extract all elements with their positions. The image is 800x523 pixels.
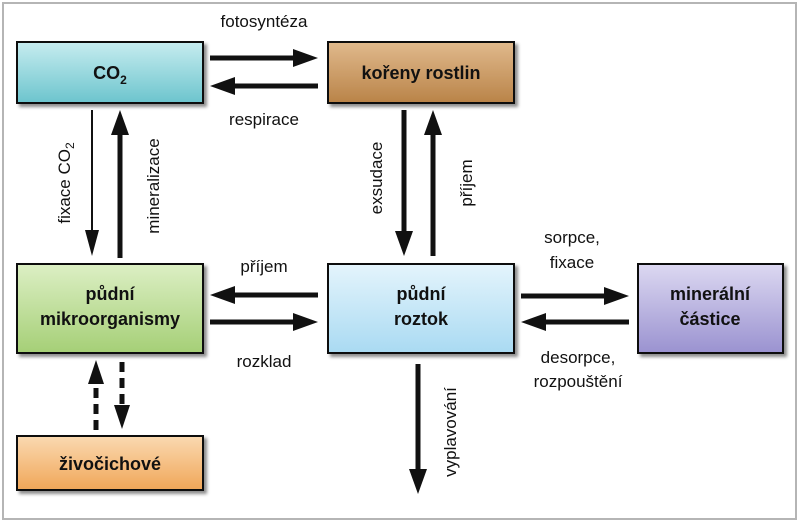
arrow-animals-to-microbes <box>88 360 104 430</box>
node-microbes: půdní mikroorganismy <box>16 263 204 354</box>
solution-label-line2: roztok <box>394 309 449 329</box>
label-sorption-line1: sorpce, <box>544 228 600 247</box>
node-animals: živočichové <box>16 435 204 491</box>
arrow-photosynthesis <box>210 49 318 67</box>
arrow-root-uptake <box>424 110 442 256</box>
arrow-co2-fixation <box>85 110 99 256</box>
label-microbe-uptake: příjem <box>240 257 287 276</box>
roots-label: kořeny rostlin <box>361 63 480 83</box>
arrow-decomposition <box>210 313 318 331</box>
arrow-microbe-uptake <box>210 286 318 304</box>
label-desorption-line2: rozpouštění <box>534 372 623 391</box>
microbes-label-line2: mikroorganismy <box>40 309 180 329</box>
node-co2: CO2 <box>16 41 204 104</box>
label-photosynthesis: fotosyntéza <box>221 12 308 31</box>
label-sorption-line2: fixace <box>550 253 594 272</box>
label-exudation: exsudace <box>367 142 386 215</box>
label-leaching: vyplavování <box>441 387 460 477</box>
arrow-microbes-to-animals <box>114 362 130 429</box>
microbes-label-line1: půdní <box>86 284 136 304</box>
node-roots: kořeny rostlin <box>327 41 515 104</box>
node-solution: půdní roztok <box>327 263 515 354</box>
arrow-desorption <box>521 313 629 331</box>
arrow-respiration <box>210 77 318 95</box>
label-root-uptake: příjem <box>457 159 476 206</box>
solution-label-line1: půdní <box>397 284 447 304</box>
arrow-exudation <box>395 110 413 256</box>
label-decomposition: rozklad <box>237 352 292 371</box>
minerals-label-line1: minerální <box>670 284 751 304</box>
label-co2-fixation: fixace CO2 <box>55 142 77 224</box>
label-mineralization: mineralizace <box>144 138 163 233</box>
minerals-label-line2: částice <box>679 309 740 329</box>
label-respiration: respirace <box>229 110 299 129</box>
node-minerals: minerální částice <box>637 263 784 354</box>
arrow-mineralization <box>111 110 129 258</box>
arrow-leaching <box>409 364 427 494</box>
label-desorption-line1: desorpce, <box>541 348 616 367</box>
animals-label: živočichové <box>59 454 161 474</box>
arrow-sorption <box>521 287 629 305</box>
co2-label: CO2 <box>93 63 127 87</box>
